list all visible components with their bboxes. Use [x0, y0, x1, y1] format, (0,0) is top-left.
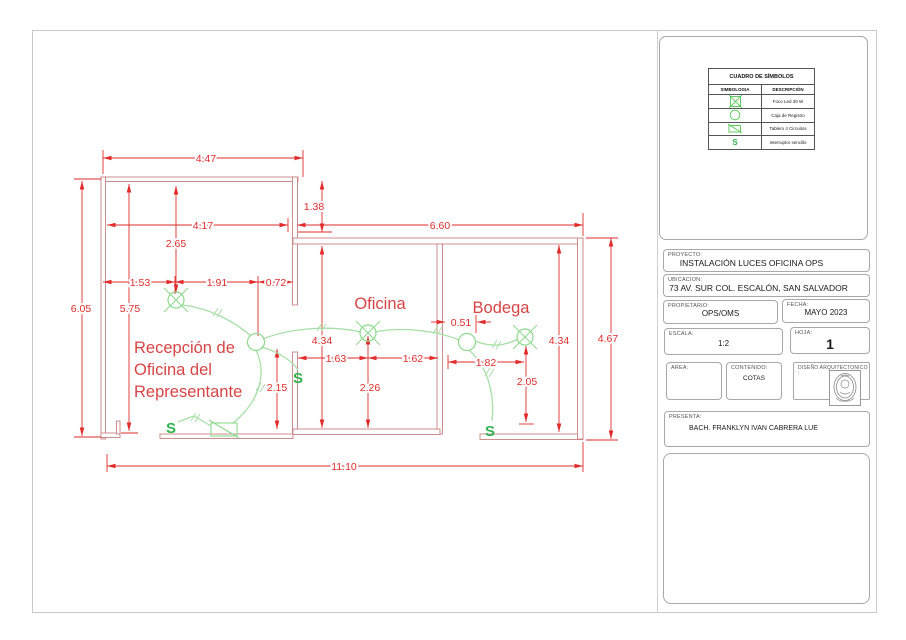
dim-162: 1.62 — [403, 353, 424, 365]
room-recepcion-line1: Recepción de — [134, 339, 235, 357]
legend-row-switch: S Interruptor sencillo — [708, 135, 815, 150]
escala-box: ESCALA: 1:2 — [664, 328, 783, 355]
hoja-value: 1 — [826, 336, 834, 352]
junction-box-icon — [708, 108, 762, 123]
symbol-table: CUADRO DE SÍMBOLOS SIMBOLOGIA DESCRIPCIÓ… — [708, 68, 815, 150]
proyecto-label: PROYECTO: — [668, 252, 703, 258]
legend-row-junction-box: Caja de Registro — [708, 108, 815, 123]
sheet-border — [32, 30, 877, 613]
ubicacion-box: UBICACION: 73 AV. SUR COL. ESCALÓN, SAN … — [663, 274, 870, 297]
fecha-value: MAYO 2023 — [804, 308, 848, 317]
dim-447: 4.47 — [196, 153, 217, 165]
diseno-arquitectonico-label: DISEÑO ARQUITECTONICO : — [798, 365, 868, 377]
dim-205: 2.05 — [517, 376, 538, 388]
university-seal-logo — [829, 370, 861, 406]
dim-660: 6.60 — [430, 220, 451, 232]
wire-hash-marks — [190, 307, 502, 423]
escala-label: ESCALA: — [669, 331, 694, 337]
dim-1110: 11.10 — [331, 461, 357, 473]
dim-072: 0.72 — [266, 277, 287, 289]
switch-icon: S — [708, 135, 762, 150]
dim-163: 1.63 — [326, 353, 347, 365]
presenta-box: PRESENTA: BACH. FRANKLYN IVAN CABRERA LU… — [664, 411, 870, 447]
hoja-box: HOJA: 1 — [790, 327, 870, 354]
dim-575: 5.75 — [120, 303, 141, 315]
dim-182: 1.82 — [476, 357, 497, 369]
switch-s-bodega: S — [485, 423, 495, 440]
junction-box-symbols — [246, 332, 477, 352]
room-recepcion-line3: Representante — [134, 383, 242, 401]
symbol-legend-panel: CUADRO DE SÍMBOLOS SIMBOLOGIA DESCRIPCIÓ… — [659, 36, 868, 240]
wiring-circuits — [177, 304, 519, 427]
floor-plan-drawing: S S S 4.47 6.05 5.75 4.17 2.65 1.53 1.91… — [69, 150, 621, 475]
panel-board-icon — [708, 121, 762, 136]
hoja-label: HOJA: — [795, 330, 813, 336]
dim-467: 4.67 — [598, 333, 619, 345]
symbol-table-title: CUADRO DE SÍMBOLOS — [708, 68, 815, 85]
room-labels: Recepción de Oficina del Representante O… — [134, 295, 530, 401]
switch-symbols: S S S — [166, 370, 495, 440]
propietario-box: PROPIETARIO: OPS/OMS — [663, 300, 778, 324]
contenido-label: CONTENIDO: — [731, 365, 768, 371]
dim-434-right: 4.34 — [549, 335, 570, 347]
dim-605: 6.05 — [71, 303, 92, 315]
dimension-labels: 4.47 6.05 5.75 4.17 2.65 1.53 1.91 0.72 … — [69, 151, 621, 475]
presenta-label: PRESENTA: — [669, 414, 702, 420]
dim-153: 1.53 — [130, 277, 151, 289]
area-box: AREA: — [666, 362, 722, 400]
diseno-arquitectonico-box: DISEÑO ARQUITECTONICO : — [793, 362, 870, 406]
dim-226: 2.26 — [360, 382, 381, 394]
dim-191: 1.91 — [207, 277, 228, 289]
ubicacion-label: UBICACION: — [668, 277, 703, 283]
propietario-label: PROPIETARIO: — [668, 303, 710, 309]
titleblock-separator — [657, 30, 658, 613]
escala-value: 1:2 — [717, 339, 730, 348]
legend-row-panel-board: Tablero 4 Circuitos — [708, 121, 815, 136]
symbol-column-header: SIMBOLOGIA — [708, 84, 762, 95]
legend-row-led: Foco Led 30 W — [708, 94, 815, 109]
fecha-label: FECHA: — [787, 302, 809, 308]
description-column-header: DESCRIPCIÓN — [761, 84, 815, 95]
contenido-box: CONTENIDO: COTAS — [726, 362, 782, 400]
dimension-lines — [74, 150, 618, 472]
dim-138: 1.38 — [304, 201, 325, 213]
proyecto-box: PROYECTO: INSTALACIÓN LUCES OFICINA OPS — [663, 249, 870, 272]
proyecto-value: INSTALACIÓN LUCES OFICINA OPS — [679, 258, 824, 268]
dim-215: 2.15 — [267, 382, 288, 394]
area-label: AREA: — [671, 365, 689, 371]
panel-board-symbol — [208, 419, 240, 439]
presenta-value: BACH. FRANKLYN IVAN CABRERA LUE — [689, 425, 818, 432]
fecha-box: FECHA: MAYO 2023 — [782, 299, 870, 323]
room-bodega: Bodega — [473, 299, 531, 317]
dim-265: 2.65 — [166, 238, 187, 250]
switch-s-recepcion: S — [166, 420, 176, 437]
contenido-value: COTAS — [743, 375, 765, 382]
propietario-value: OPS/OMS — [701, 309, 740, 318]
dim-434-left: 4.34 — [312, 335, 333, 347]
ubicacion-value: 73 AV. SUR COL. ESCALÓN, SAN SALVADOR — [669, 283, 848, 293]
room-oficina: Oficina — [354, 295, 406, 313]
dim-051: 0.51 — [451, 317, 472, 329]
dim-417: 4.17 — [193, 220, 214, 232]
switch-s-oficina: S — [293, 370, 303, 387]
led-light-symbols — [163, 287, 538, 350]
led-light-icon — [708, 94, 762, 109]
room-recepcion-line2: Oficina del — [134, 361, 212, 379]
notes-empty-box — [663, 453, 870, 604]
